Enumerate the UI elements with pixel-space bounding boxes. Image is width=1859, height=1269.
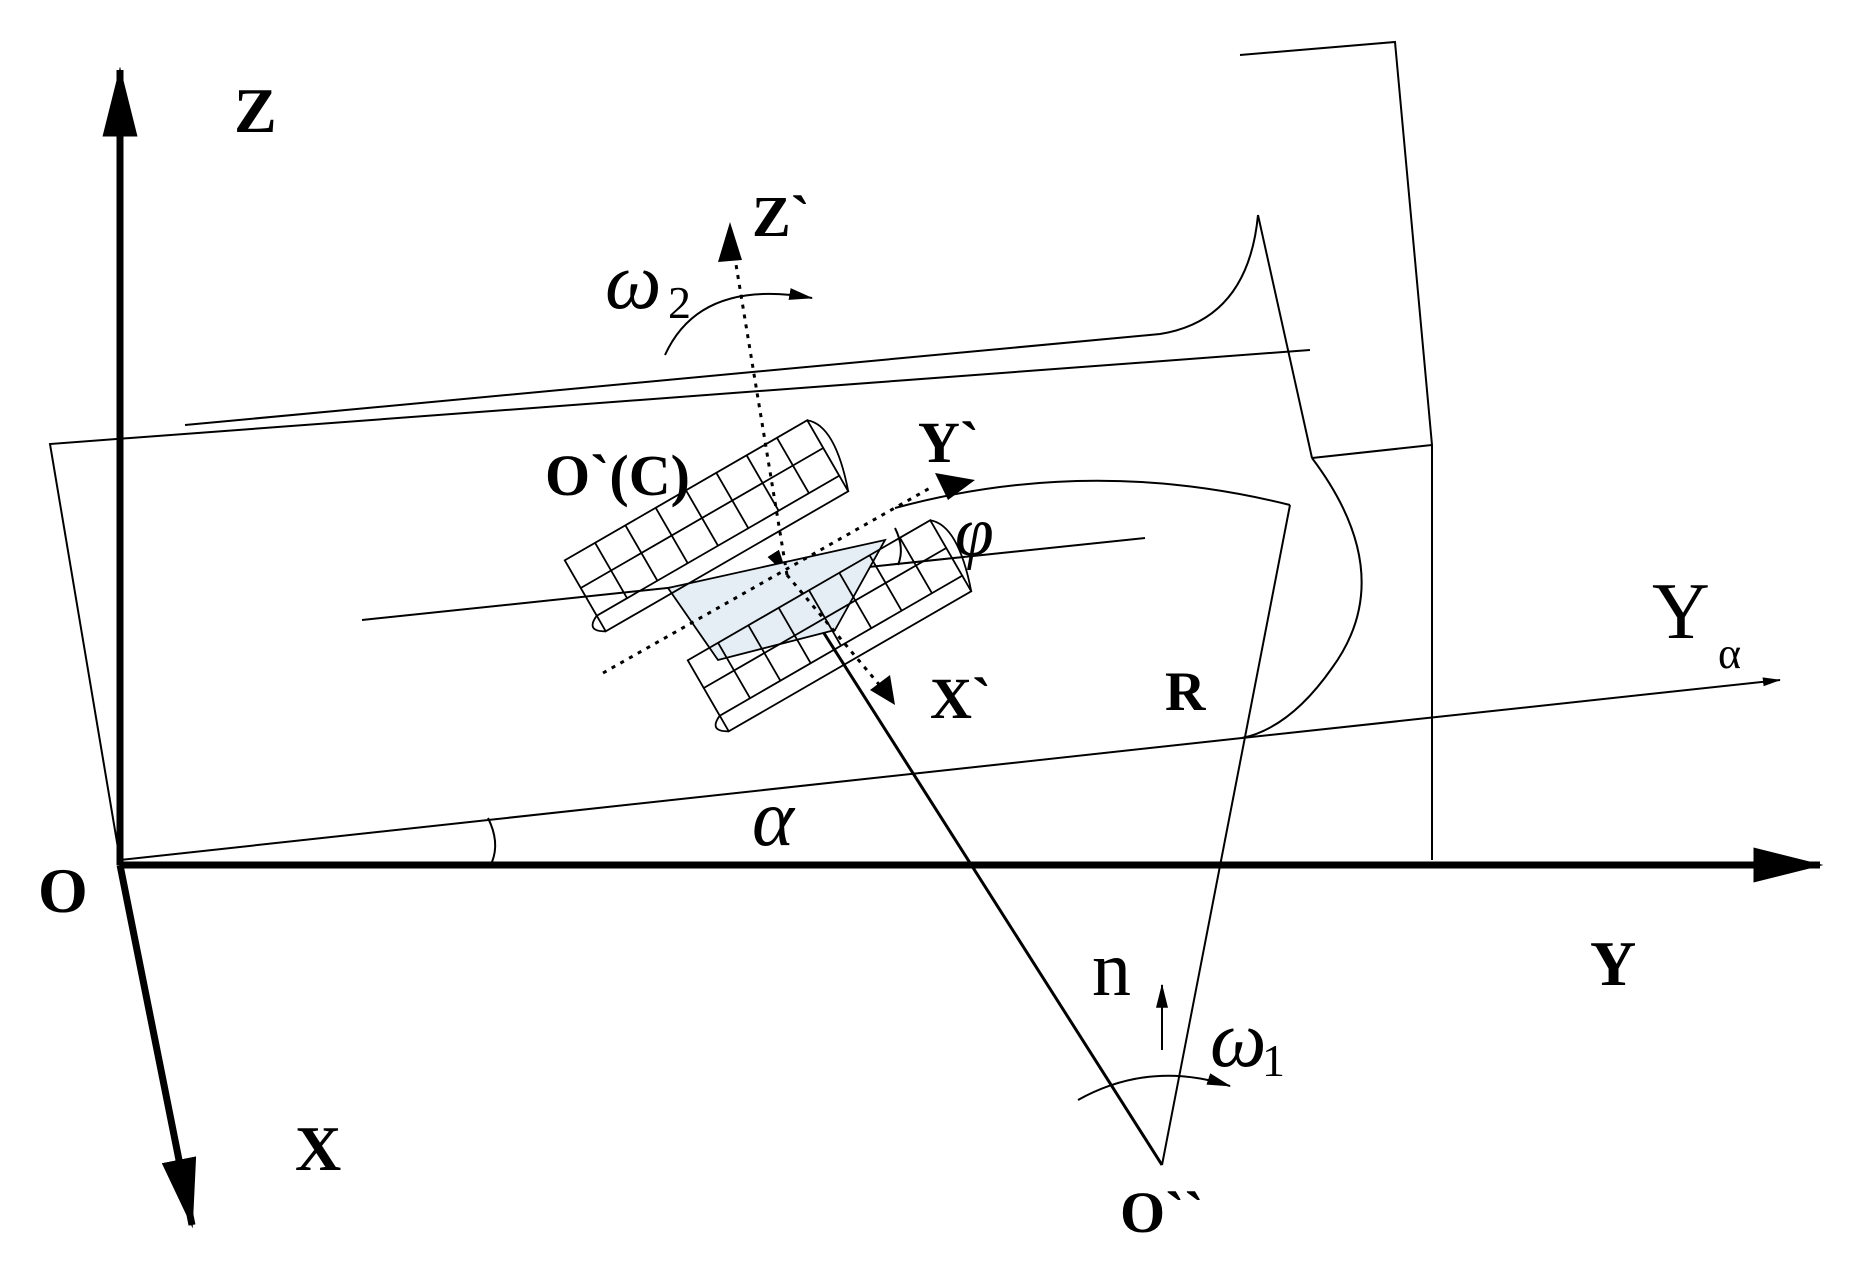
origin-label: O <box>38 855 88 926</box>
omega1-subscript: 1 <box>1262 1035 1285 1086</box>
radius-label: R <box>1165 661 1206 723</box>
local-axes <box>602 222 975 705</box>
z-axis-label: Z <box>234 75 277 146</box>
upper-grid-pad <box>563 419 850 633</box>
x-prime-label: X` <box>930 666 991 731</box>
omega2-rotation-arc <box>664 288 814 356</box>
x-axis-label: X <box>295 1113 341 1184</box>
alpha-label: α <box>752 775 796 863</box>
z-prime-label: Z` <box>752 184 810 249</box>
normal-label: n <box>1092 925 1131 1012</box>
alpha-angle-arc <box>487 817 497 863</box>
y-alpha-label: Y <box>1652 568 1710 656</box>
x-prime-axis-line <box>785 574 884 689</box>
y-alpha-axis-line <box>1241 677 1781 739</box>
y-prime-axis-line <box>602 486 931 675</box>
omega1-rotation-arc <box>1077 1073 1232 1101</box>
y-prime-label: Y` <box>918 410 979 475</box>
global-axes <box>102 66 1824 1229</box>
phi-angle-arc <box>894 527 902 566</box>
x-prime-arrow-head <box>870 675 895 705</box>
y-axis-label: Y <box>1590 928 1636 999</box>
z-prime-arrow-head <box>718 222 742 262</box>
tool-assembly <box>563 419 973 733</box>
x-axis-line <box>116 864 197 1229</box>
omega2-subscript: 2 <box>668 277 691 328</box>
omega1-label: ω <box>1210 996 1266 1084</box>
radius-lines <box>767 504 1291 1166</box>
tool-shaded-face <box>666 538 887 662</box>
y-alpha-subscript: α <box>1718 629 1741 678</box>
origin-prime-label: O`(C) <box>545 443 690 508</box>
y-prime-arrow-head <box>935 473 975 500</box>
lower-grid-pad <box>686 519 973 733</box>
phi-label: φ <box>955 494 994 571</box>
workpiece-outline <box>48 40 1434 861</box>
z-prime-axis-line <box>728 227 789 576</box>
origin-double-prime-label: O`` <box>1120 1180 1204 1245</box>
omega2-label: ω <box>605 238 661 326</box>
